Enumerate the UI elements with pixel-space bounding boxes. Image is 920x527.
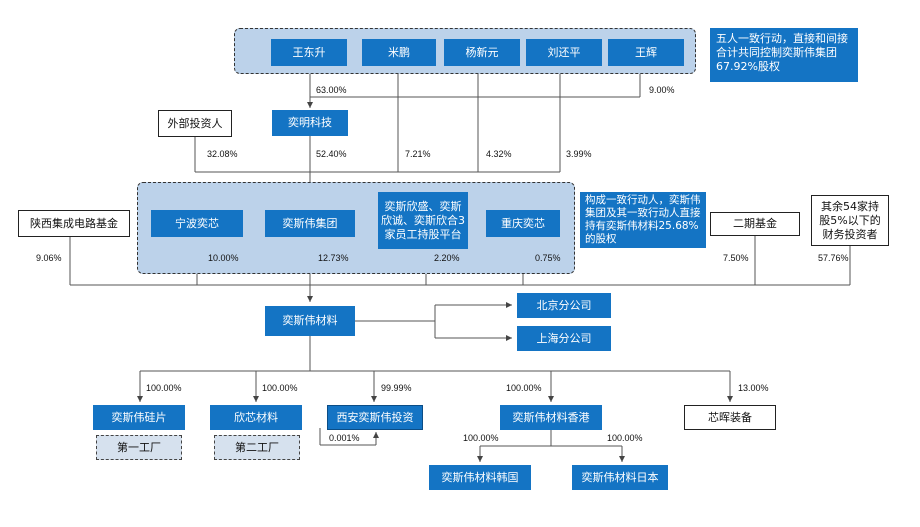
- pct-label: 32.08%: [207, 149, 238, 159]
- pct-label: 100.00%: [146, 383, 182, 393]
- pct-label: 7.21%: [405, 149, 431, 159]
- founder-label: 杨新元: [465, 45, 499, 59]
- founder-label: 刘还平: [547, 45, 581, 59]
- founder-mi-peng: 米鹏: [362, 39, 436, 66]
- pct-label: 4.32%: [486, 149, 512, 159]
- pct-label: 100.00%: [506, 383, 542, 393]
- founder-label: 王东升: [292, 45, 326, 59]
- founder-liu-huanping: 刘还平: [526, 39, 602, 66]
- chongqing-yixin-box: 重庆奕芯: [486, 210, 560, 237]
- external-investor-box: 外部投资人: [158, 110, 232, 137]
- pct-label: 13.00%: [738, 383, 769, 393]
- pct-label: 99.99%: [381, 383, 412, 393]
- shaanxi-fund-box: 陕西集成电路基金: [18, 210, 130, 237]
- entity-label: 芯晖装备: [708, 410, 752, 424]
- entity-label: 宁波奕芯: [175, 216, 219, 230]
- entity-label: 外部投资人: [167, 116, 223, 130]
- entity-label: 北京分公司: [536, 298, 592, 312]
- founder-wang-dongsheng: 王东升: [271, 39, 347, 66]
- founder-yang-xinyuan: 杨新元: [444, 39, 520, 66]
- yiming-tech-box: 奕明科技: [272, 110, 348, 136]
- pct-label: 100.00%: [463, 433, 499, 443]
- pct-label: 10.00%: [208, 253, 239, 263]
- founder-label: 米鹏: [388, 45, 410, 59]
- pct-label: 0.75%: [535, 253, 561, 263]
- pct-label: 57.76%: [818, 253, 849, 263]
- pct-label: 9.00%: [649, 85, 675, 95]
- employee-platforms-box: 奕斯欣盛、奕斯欣诚、奕斯欣合3家员工持股平台: [378, 192, 468, 249]
- pct-label: 7.50%: [723, 253, 749, 263]
- entity-label: 西安奕斯伟投资: [336, 410, 414, 424]
- entity-label: 奕斯伟集团: [282, 216, 338, 230]
- pct-label: 100.00%: [262, 383, 298, 393]
- eswin-wafer-box: 奕斯伟硅片: [93, 405, 185, 430]
- pct-label: 2.20%: [434, 253, 460, 263]
- entity-label: 陕西集成电路基金: [30, 216, 118, 230]
- entity-label: 其余54家持股5%以下的财务投资者: [819, 199, 881, 241]
- entity-label: 第二工厂: [235, 440, 279, 454]
- pct-label: 12.73%: [318, 253, 349, 263]
- entity-label: 奕斯伟材料日本: [581, 470, 659, 484]
- entity-label: 奕斯欣盛、奕斯欣诚、奕斯欣合3家员工持股平台: [381, 199, 465, 241]
- pct-label: 0.001%: [329, 433, 360, 443]
- entity-label: 奕斯伟硅片: [111, 410, 167, 424]
- factory-2-box: 第二工厂: [214, 435, 300, 460]
- pct-label: 52.40%: [316, 149, 347, 159]
- eswin-materials-box: 奕斯伟材料: [265, 306, 355, 336]
- xinhui-equipment-box: 芯晖装备: [684, 405, 776, 430]
- entity-label: 二期基金: [733, 217, 777, 230]
- entity-label: 奕明科技: [288, 116, 332, 129]
- pct-label: 63.00%: [316, 85, 347, 95]
- entity-label: 重庆奕芯: [501, 216, 545, 230]
- eswin-japan-box: 奕斯伟材料日本: [572, 465, 668, 490]
- other-investors-box: 其余54家持股5%以下的财务投资者: [811, 195, 889, 246]
- concert-note: 构成一致行动人，奕斯伟集团及其一致行动人直接持有奕斯伟材料25.68%的股权: [580, 192, 706, 248]
- factory-1-box: 第一工厂: [96, 435, 182, 460]
- pct-label: 3.99%: [566, 149, 592, 159]
- xian-investment-box: 西安奕斯伟投资: [327, 405, 423, 430]
- eswin-group-box: 奕斯伟集团: [265, 210, 355, 237]
- entity-label: 奕斯伟材料香港: [512, 410, 590, 424]
- beijing-branch-box: 北京分公司: [517, 293, 611, 318]
- eswin-korea-box: 奕斯伟材料韩国: [429, 465, 531, 490]
- entity-label: 奕斯伟材料韩国: [441, 470, 519, 484]
- entity-label: 奕斯伟材料: [282, 314, 338, 327]
- founder-wang-hui: 王辉: [608, 39, 684, 66]
- xinxin-materials-box: 欣芯材料: [210, 405, 302, 430]
- shanghai-branch-box: 上海分公司: [517, 326, 611, 351]
- entity-label: 上海分公司: [536, 331, 592, 345]
- founders-note: 五人一致行动，直接和间接合计共同控制奕斯伟集团67.92%股权: [710, 28, 858, 82]
- entity-label: 第一工厂: [117, 440, 161, 454]
- pct-label: 100.00%: [607, 433, 643, 443]
- ningbo-yixin-box: 宁波奕芯: [151, 210, 243, 237]
- eswin-hk-box: 奕斯伟材料香港: [500, 405, 602, 430]
- phase2-fund-box: 二期基金: [710, 212, 800, 236]
- pct-label: 9.06%: [36, 253, 62, 263]
- entity-label: 欣芯材料: [234, 410, 278, 424]
- founder-label: 王辉: [635, 45, 657, 59]
